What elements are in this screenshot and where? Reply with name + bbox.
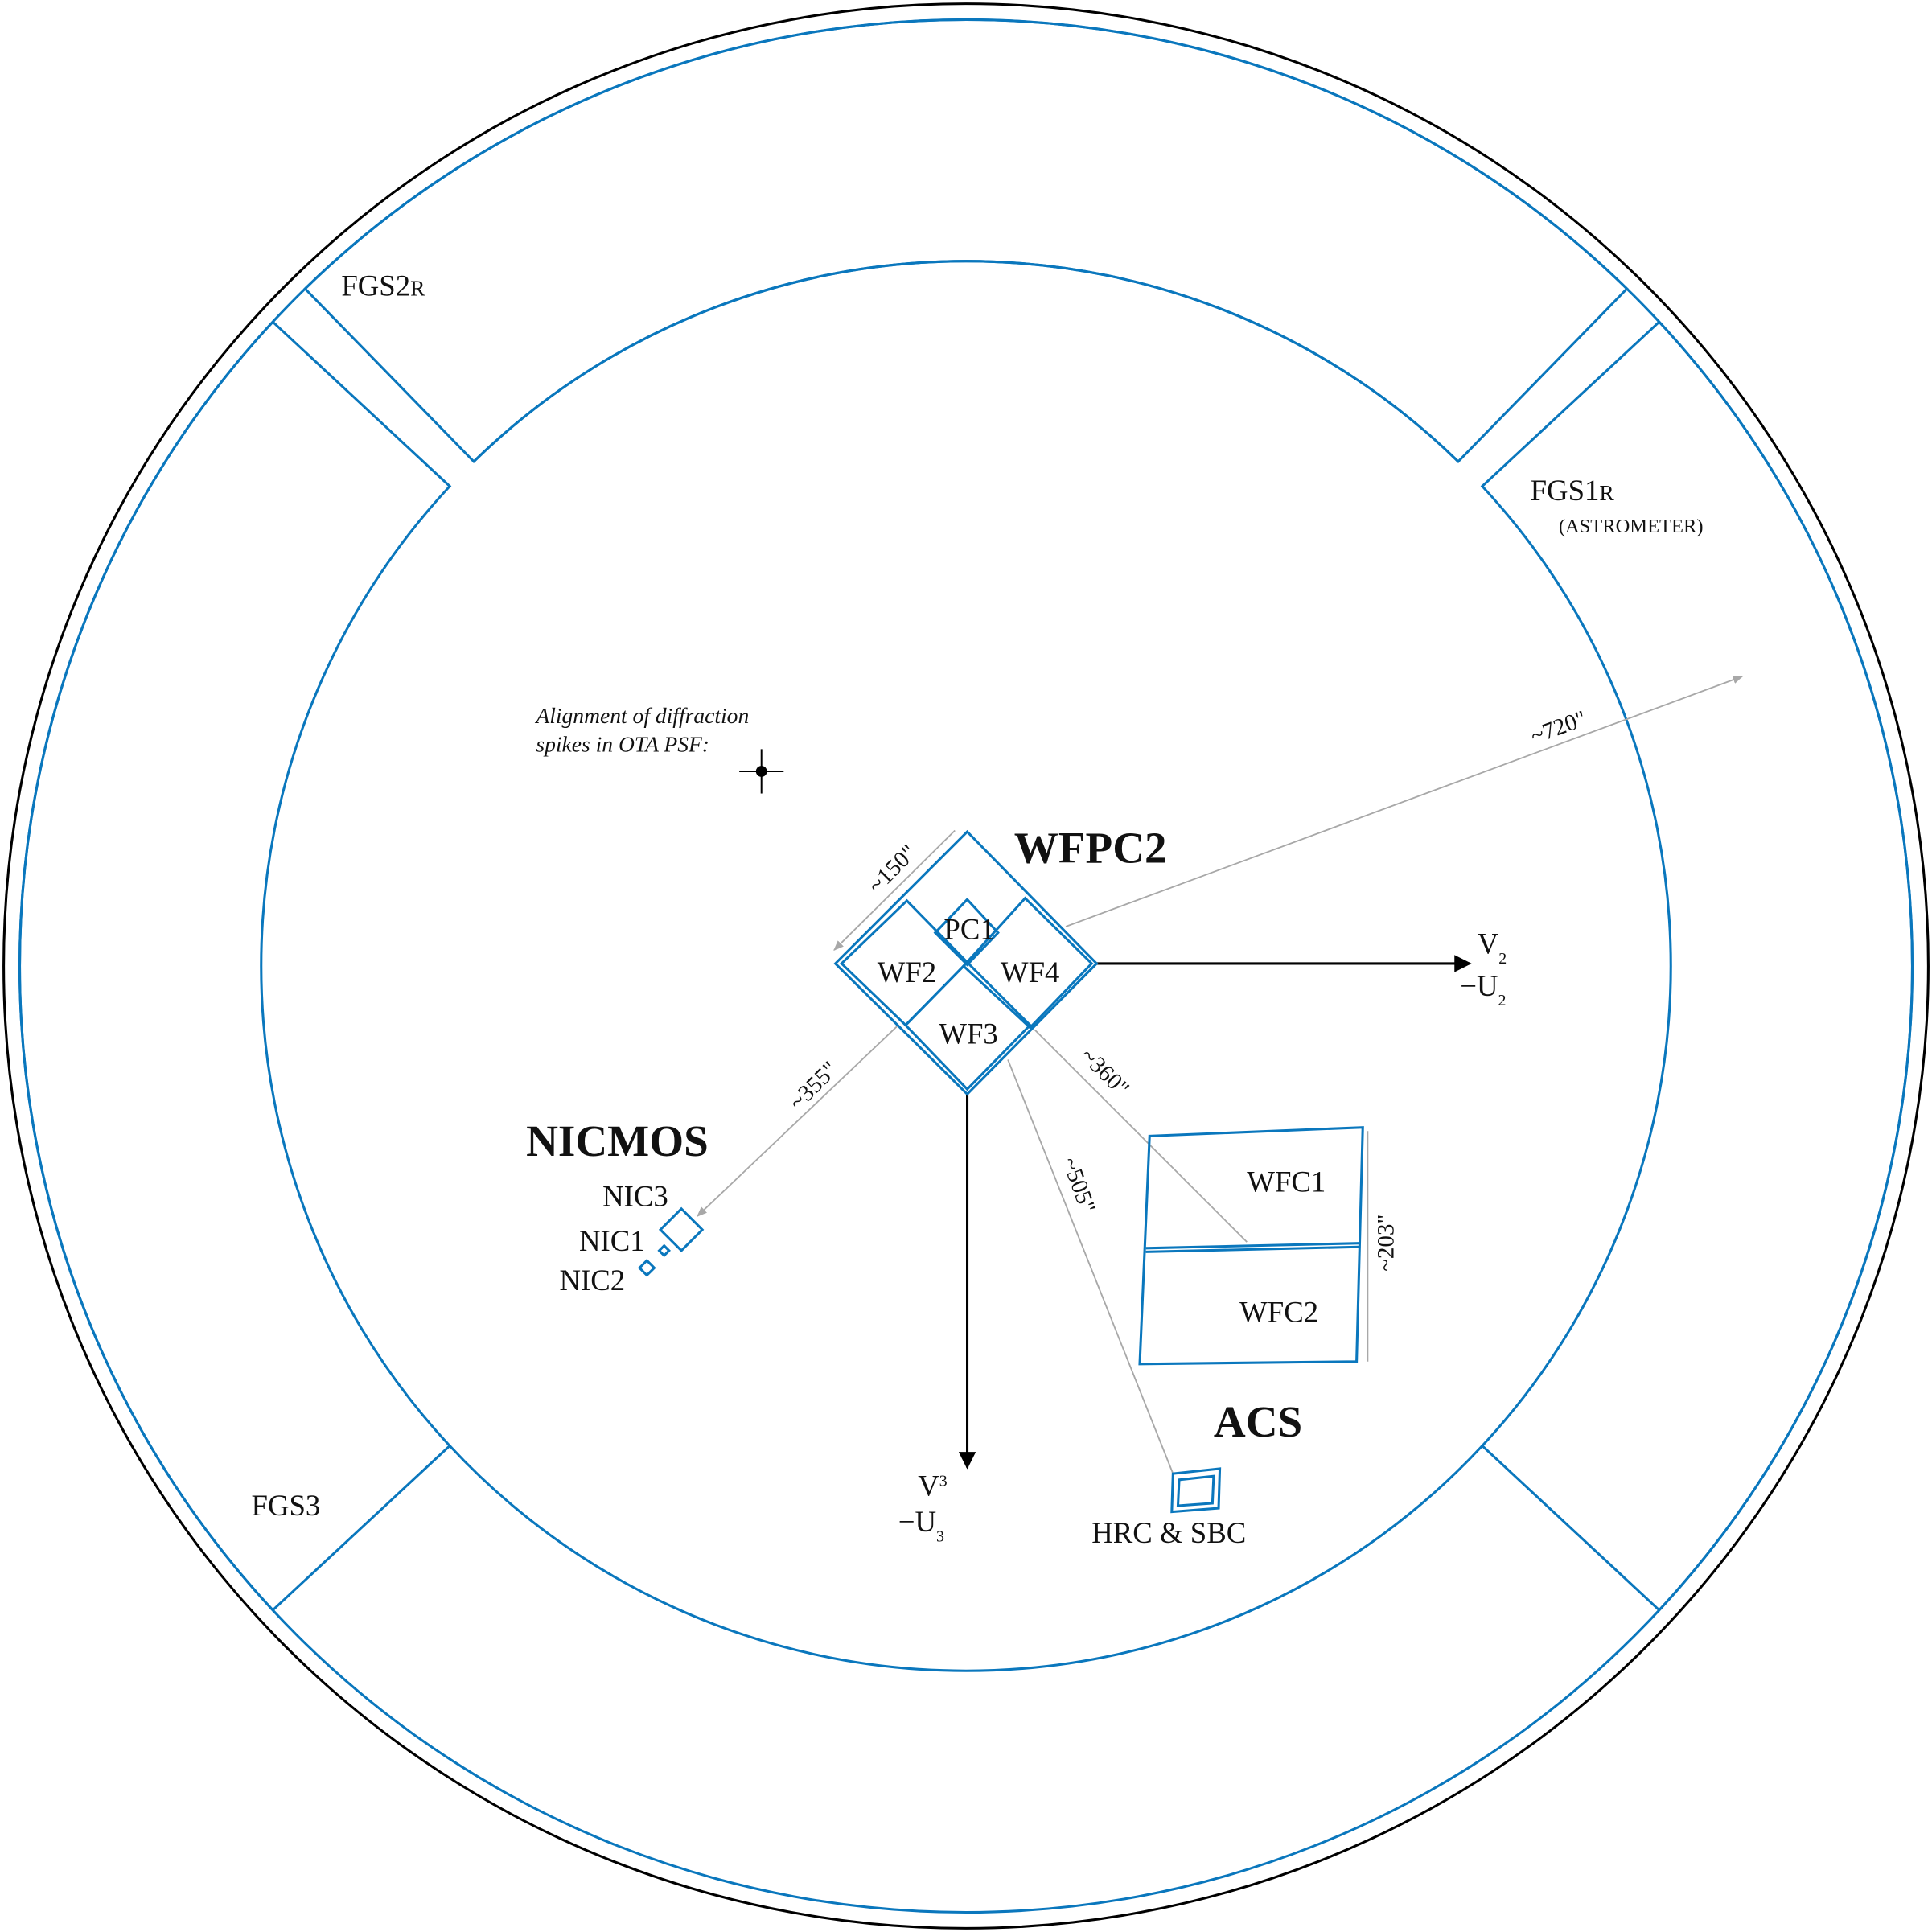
hrc-sbc-label: HRC & SBC	[1091, 1516, 1246, 1549]
wf3-label: WF3	[939, 1017, 998, 1050]
wfc-height-label: ~203"	[1374, 1215, 1400, 1272]
minus-u2-label: −U2	[1460, 969, 1506, 1009]
nicmos-title: NICMOS	[526, 1116, 709, 1165]
acs-hrc-distance-label: ~505"	[1057, 1153, 1100, 1216]
fgs3-label: FGS3	[252, 1489, 321, 1522]
wf4-chip	[961, 896, 1094, 1030]
pc1-chip	[933, 898, 1000, 967]
fgs3-aperture	[18, 319, 452, 1613]
acs-hrc-sbc-aperture	[1170, 1467, 1222, 1514]
fgs1-label: FGS1R	[1531, 474, 1615, 507]
acs-title: ACS	[1214, 1397, 1302, 1446]
wf4-label: WF4	[1001, 956, 1060, 989]
wfpc2-size-line	[833, 829, 956, 951]
acs-wfc-aperture	[1138, 1126, 1364, 1366]
nic1-label: NIC1	[579, 1224, 645, 1257]
nic3-label: NIC3	[602, 1180, 668, 1213]
fgs1-distance-label: ~720"	[1527, 705, 1590, 749]
wf3-chip	[903, 960, 1032, 1091]
fgs-outer-circle	[18, 18, 1914, 1914]
wfc1-label: WFC1	[1247, 1165, 1326, 1198]
fgs1-aperture	[1480, 319, 1914, 1613]
fgs2-label: FGS2R	[341, 269, 425, 302]
nicmos-distance-line	[697, 1026, 898, 1217]
nic2-label: NIC2	[559, 1264, 625, 1297]
wfc2-label: WFC2	[1239, 1296, 1318, 1329]
inner-field-arc-bottom	[449, 1445, 1483, 1672]
wf2-label: WF2	[878, 956, 937, 989]
wfpc2-size-label: ~150"	[863, 840, 922, 898]
fgs2-aperture	[303, 18, 1629, 464]
wfpc2-title: WFPC2	[1014, 823, 1167, 872]
nic1-aperture	[657, 1243, 671, 1258]
wfpc2-aperture	[833, 829, 1099, 1096]
fgs1-distance-line	[1065, 676, 1744, 927]
v2-label: V2	[1478, 927, 1507, 968]
acs-wfc-distance-line	[1034, 1030, 1248, 1243]
v3-label: V3	[918, 1470, 948, 1502]
acs-wfc-distance-label: ~360"	[1075, 1043, 1134, 1102]
fgs1-astrometer-note: (ASTROMETER)	[1559, 516, 1704, 537]
minus-u3-label: −U3	[898, 1505, 944, 1545]
diffraction-spike-icon	[739, 749, 784, 794]
nic3-aperture	[658, 1206, 705, 1253]
psf-note-line1: Alignment of diffraction	[534, 703, 749, 728]
inner-field-arc-top	[472, 260, 1460, 462]
psf-note-line2: spikes in OTA PSF:	[536, 731, 709, 756]
acs-hrc-distance-line	[1007, 1059, 1174, 1474]
nic2-aperture	[637, 1258, 656, 1277]
pc1-label: PC1	[943, 912, 994, 945]
